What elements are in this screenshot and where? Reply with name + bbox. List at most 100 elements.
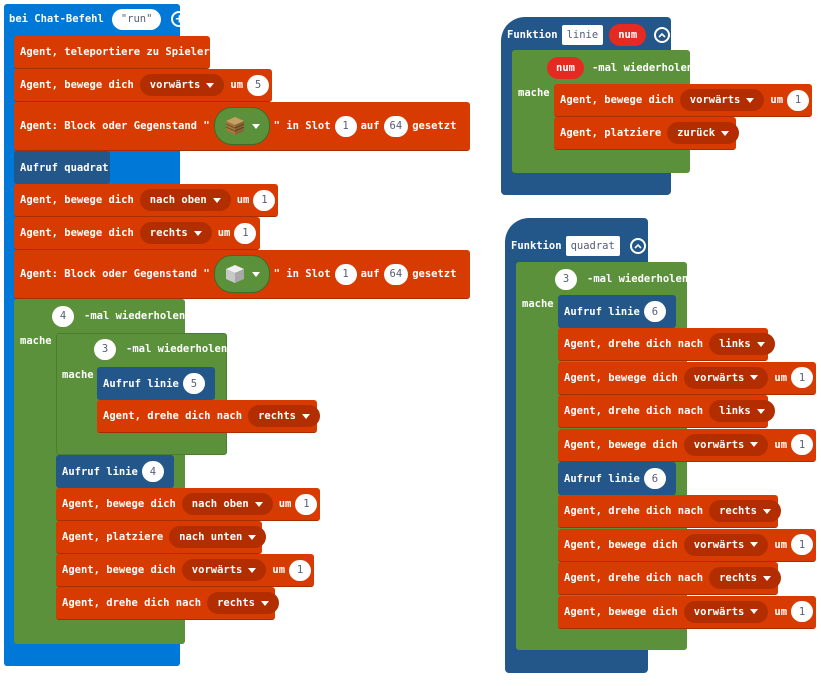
block-text: Agent, bewege dich [564, 371, 678, 384]
function-quadrat-header: Funktion quadrat [511, 235, 646, 257]
dropdown-arrow-icon [248, 567, 257, 573]
repeat-count-input[interactable]: 3 [555, 268, 577, 290]
direction-dropdown[interactable]: nach oben [181, 493, 273, 515]
oak-planks-icon [225, 117, 244, 135]
number-input[interactable]: 4 [141, 461, 164, 482]
agent-set-item-block[interactable]: Agent: Block oder Gegenstand " " in Slot… [14, 102, 470, 151]
repeat-4-header: 4 -mal wiederholen [48, 305, 185, 327]
um-label: um [272, 564, 286, 576]
gesetzt-label: gesetzt [412, 120, 457, 132]
dropdown-arrow-icon [251, 271, 260, 277]
item-picker[interactable] [213, 107, 270, 145]
repeat-count-input[interactable]: 4 [52, 305, 74, 327]
call-linie-block[interactable]: Aufruf linie 4 [56, 455, 174, 488]
plus-circle-icon[interactable]: + [171, 11, 188, 27]
agent-move-block[interactable]: Agent, bewege dich rechts um 1 [14, 217, 260, 250]
direction-dropdown[interactable]: links [709, 333, 775, 356]
item-picker[interactable] [213, 255, 270, 293]
number-input[interactable]: 1 [253, 189, 276, 211]
slot-input[interactable]: 1 [334, 263, 357, 285]
block-text: Agent, bewege dich [564, 438, 678, 451]
count-input[interactable]: 64 [383, 263, 409, 285]
agent-place-block[interactable]: Agent, platziere zurück [554, 117, 740, 150]
block-text: Agent, platziere [62, 531, 164, 543]
agent-move-block[interactable]: Agent, bewege dich vorwärts um 1 [56, 554, 314, 587]
number-input[interactable]: 1 [791, 601, 814, 623]
number-input[interactable]: 1 [791, 367, 814, 389]
block-text: Agent: Block oder Gegenstand " [20, 120, 210, 132]
call-quadrat-block[interactable]: Aufruf quadrat [14, 151, 110, 184]
num-variable[interactable]: num [547, 57, 584, 79]
count-input[interactable]: 64 [383, 115, 409, 137]
direction-dropdown[interactable]: zurück [667, 122, 740, 144]
direction-dropdown[interactable]: rechts [248, 405, 321, 427]
direction-dropdown[interactable]: vorwärts [139, 74, 225, 96]
auf-label: auf [360, 268, 380, 280]
direction-dropdown[interactable]: rechts [139, 222, 212, 244]
do-label: mache [522, 298, 554, 310]
um-label: um [774, 538, 788, 551]
um-label: um [236, 194, 250, 206]
direction-dropdown[interactable]: nach oben [139, 189, 231, 211]
number-input[interactable]: 5 [182, 373, 205, 394]
number-input[interactable]: 1 [787, 89, 810, 111]
block-text: Agent, drehe dich nach [62, 597, 202, 609]
number-input[interactable]: 1 [289, 559, 312, 581]
chevron-up-icon[interactable] [654, 27, 671, 43]
function-name-input[interactable]: linie [561, 25, 604, 45]
number-input[interactable]: 6 [643, 301, 666, 322]
slot-label: " in Slot [273, 120, 331, 132]
dropdown-arrow-icon [763, 575, 772, 581]
call-linie-block[interactable]: Aufruf linie 5 [97, 367, 215, 400]
function-name-input[interactable]: quadrat [565, 236, 620, 256]
agent-set-item-block[interactable]: Agent: Block oder Gegenstand " " in Slot… [14, 250, 470, 299]
agent-move-block[interactable]: Agent, bewege dich vorwärts um 1 [554, 84, 812, 117]
block-text: Agent, bewege dich [20, 194, 134, 206]
agent-move-block[interactable]: Agent, bewege dich nach oben um 1 [56, 488, 320, 521]
number-input[interactable]: 1 [791, 534, 814, 556]
block-text: Aufruf linie [564, 472, 640, 485]
chat-command-input[interactable]: "run" [111, 8, 162, 30]
slot-input[interactable]: 1 [334, 115, 357, 137]
direction-dropdown[interactable]: vorwärts [683, 533, 769, 556]
block-text: Agent, platziere [560, 127, 662, 139]
direction-dropdown[interactable]: rechts [207, 592, 280, 614]
agent-move-block[interactable]: Agent, bewege dich nach oben um 1 [14, 184, 278, 217]
number-input[interactable]: 5 [247, 74, 270, 96]
direction-dropdown[interactable]: links [709, 400, 775, 423]
number-input[interactable]: 1 [791, 434, 814, 456]
agent-turn-block[interactable]: Agent, drehe dich nach rechts [56, 587, 280, 620]
um-label: um [278, 498, 292, 510]
param-num[interactable]: num [609, 24, 647, 46]
agent-turn-block[interactable]: Agent, drehe dich nach rechts [97, 400, 321, 433]
block-text: Agent, drehe dich nach [103, 410, 243, 422]
direction-dropdown[interactable]: nach unten [169, 526, 267, 548]
number-input[interactable]: 1 [234, 222, 257, 244]
number-input[interactable]: 1 [295, 493, 318, 515]
direction-dropdown[interactable]: rechts [709, 500, 782, 523]
block-text: Agent, bewege dich [62, 564, 176, 576]
direction-dropdown[interactable]: vorwärts [683, 366, 769, 389]
direction-dropdown[interactable]: vorwärts [683, 433, 769, 456]
agent-move-block[interactable]: Agent, bewege dich vorwärts um 5 [14, 69, 272, 102]
direction-dropdown[interactable]: vorwärts [683, 600, 769, 623]
chevron-up-icon[interactable] [629, 238, 646, 254]
agent-place-block[interactable]: Agent, platziere nach unten [56, 521, 267, 554]
direction-dropdown[interactable]: rechts [709, 567, 782, 590]
repeat-count-input[interactable]: 3 [94, 338, 116, 360]
direction-dropdown[interactable]: vorwärts [679, 89, 765, 111]
number-input[interactable]: 6 [643, 468, 666, 489]
block-text: Agent, bewege dich [62, 498, 176, 510]
agent-teleport-block[interactable]: Agent, teleportiere zu Spieler [14, 36, 210, 69]
direction-dropdown[interactable]: vorwärts [181, 559, 267, 581]
